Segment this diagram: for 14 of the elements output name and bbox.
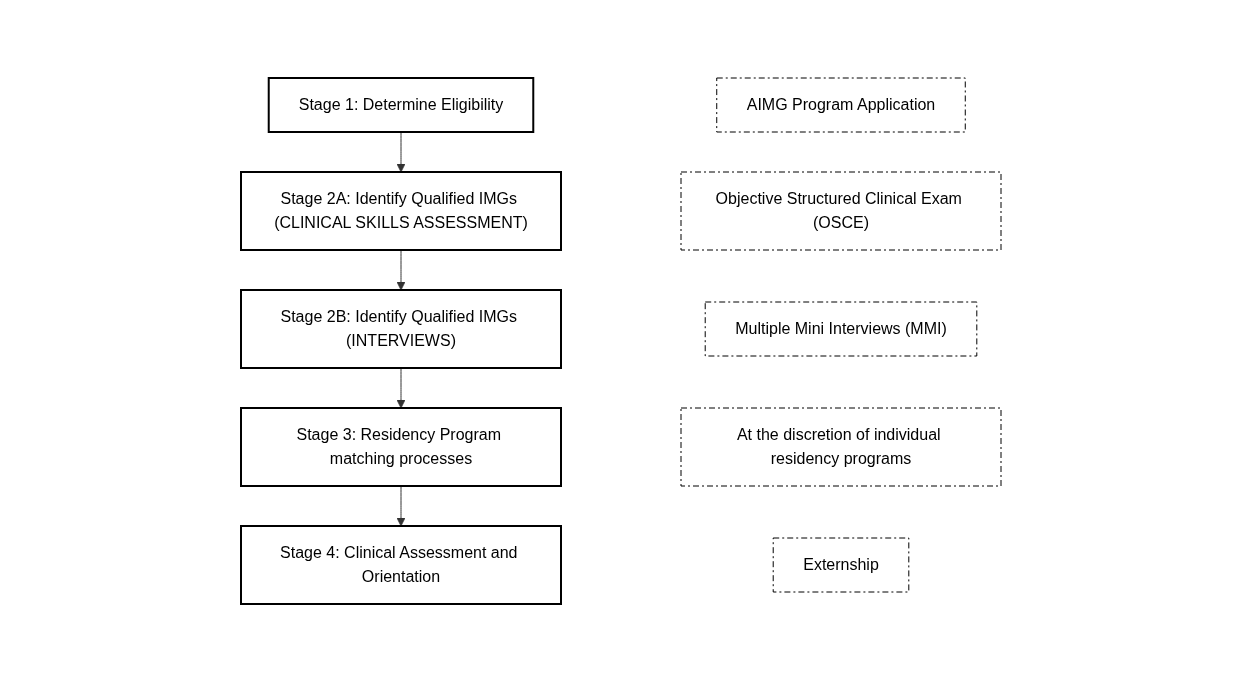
node-box: Stage 1: Determine Eligibility [267,76,535,133]
node-box: Stage 3: Residency Program matching processes [240,406,562,487]
node-box: Stage 2B: Identify Qualified IMGs (INTERVIEWS) [240,288,562,369]
arrow [396,249,406,290]
node-box: Objective Structured Clinical Exam (OSCE) [680,171,1002,250]
node-box: Stage 2A: Identify Qualified IMGs (CLINICAL SKILLS ASSESSMENT) [240,170,562,251]
arrow [396,485,406,526]
node-box: At the discretion of individual residency programs [680,407,1002,486]
node-box: Stage 4: Clinical Assessment and Orientation [240,524,562,605]
arrow [396,367,406,408]
node-box: AIMG Program Application [716,77,966,132]
arrow [396,131,406,172]
node-box: Multiple Mini Interviews (MMI) [704,301,978,356]
node-box: Externship [772,537,910,592]
